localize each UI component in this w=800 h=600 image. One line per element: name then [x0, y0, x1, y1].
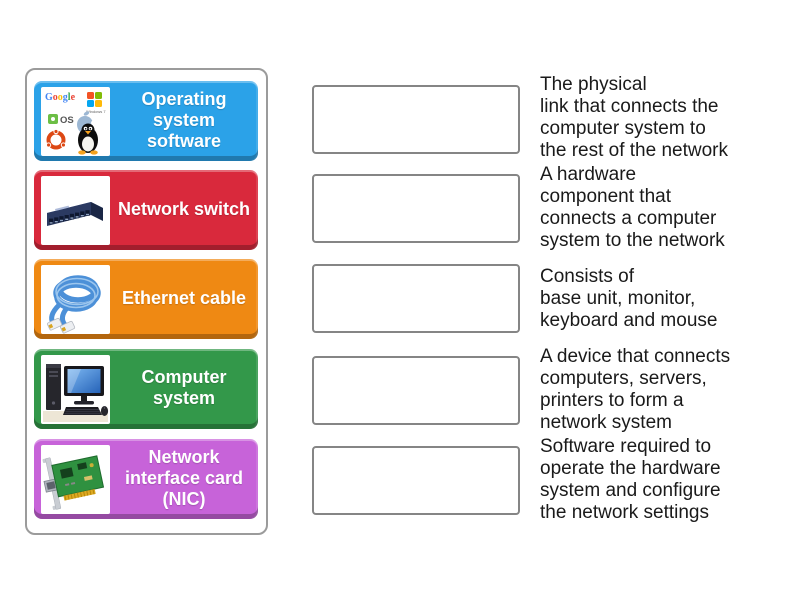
keyword-card-computer-system[interactable]: Computer system — [34, 349, 258, 429]
answer-slot-1[interactable] — [312, 85, 520, 154]
ubuntu-logo — [46, 128, 66, 149]
tux-penguin-logo — [78, 123, 98, 155]
keyword-card-operating-system-software[interactable]: Google Windows 7 OS — [34, 81, 258, 161]
definition-text-3: Consists of base unit, monitor, keyboard… — [540, 266, 718, 331]
keyword-card-nic[interactable]: Network interface card (NIC) — [34, 439, 258, 519]
os-green-logo: OS — [48, 113, 74, 126]
os-logos-image: Google Windows 7 OS — [41, 86, 110, 156]
definition-text-4: A device that connects computers, server… — [540, 346, 731, 433]
answer-slot-3[interactable] — [312, 264, 520, 333]
ethernet-cable-image — [41, 264, 110, 334]
answer-slot-5[interactable] — [312, 446, 520, 515]
answer-slot-4[interactable] — [312, 356, 520, 425]
definition-text-2: A hardware component that connects a com… — [540, 164, 725, 251]
definition-text-5: Software required to operate the hardwar… — [540, 436, 721, 523]
keyword-card-label: Ethernet cable — [121, 287, 247, 308]
computer-system-image — [41, 354, 110, 424]
definition-text-1: The physical link that connects the comp… — [540, 74, 728, 161]
network-interface-card-image — [41, 444, 110, 514]
keyword-card-label: Network switch — [117, 198, 251, 219]
keyword-card-label: Network interface card (NIC) — [124, 446, 244, 509]
keyword-card-label: Operating system software — [141, 88, 227, 151]
svg-text:OS: OS — [60, 115, 74, 126]
keyword-card-label: Computer system — [141, 367, 227, 408]
keyword-card-network-switch[interactable]: Network switch — [34, 170, 258, 250]
svg-text:Windows 7: Windows 7 — [86, 109, 106, 114]
keyword-card-ethernet-cable[interactable]: Ethernet cable — [34, 259, 258, 339]
svg-text:Google: Google — [45, 92, 76, 103]
windows-7-logo: Windows 7 — [86, 91, 106, 114]
network-switch-image — [41, 175, 110, 245]
answer-slot-2[interactable] — [312, 174, 520, 243]
